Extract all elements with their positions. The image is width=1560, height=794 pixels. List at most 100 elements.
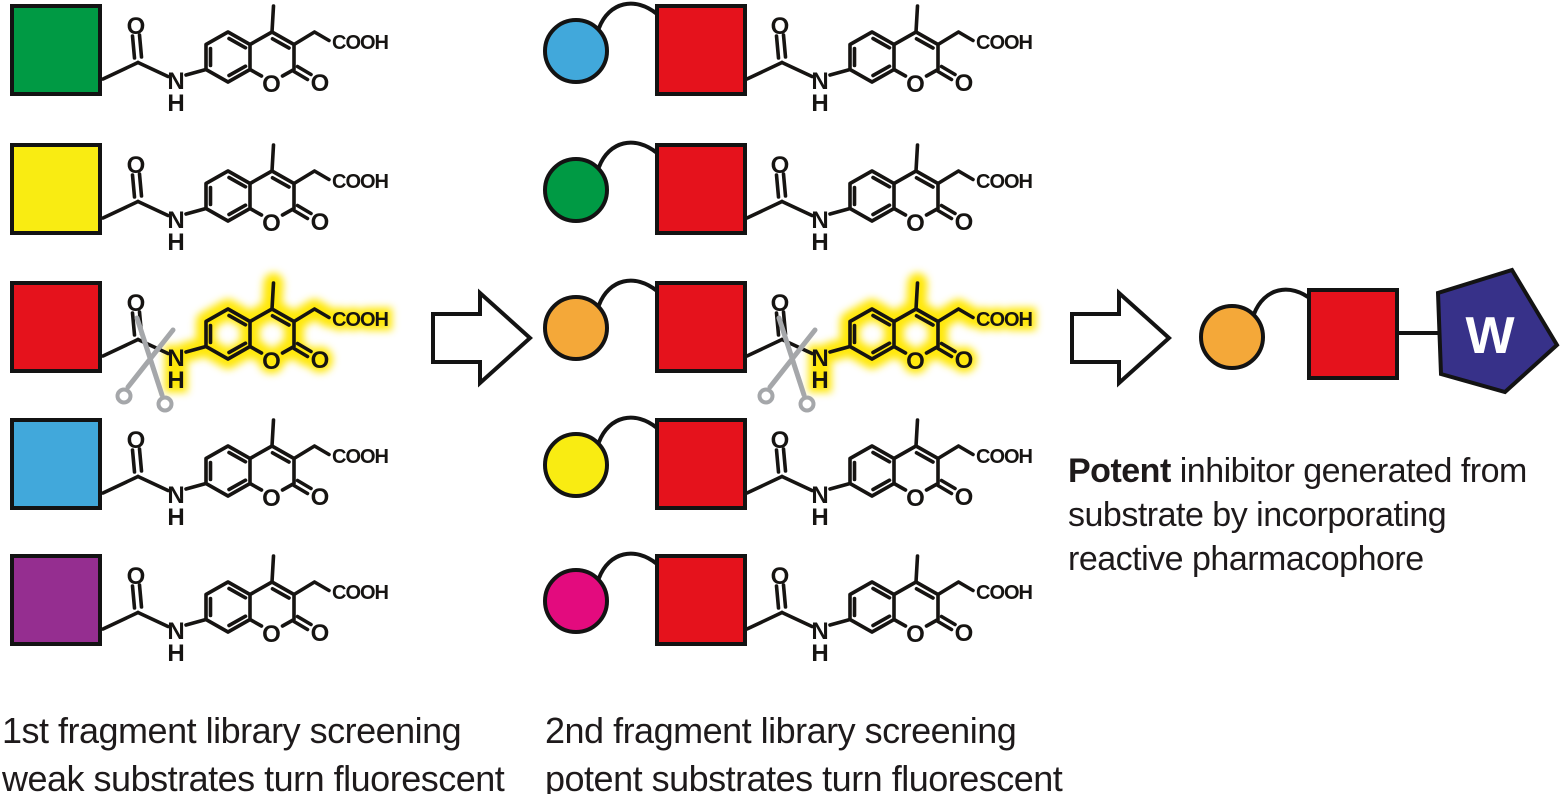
svg-text:O: O	[262, 210, 281, 237]
acetic-bond	[292, 580, 331, 597]
svg-text:O: O	[906, 621, 925, 648]
svg-text:O: O	[955, 347, 974, 374]
svg-text:N: N	[811, 618, 828, 645]
svg-text:O: O	[262, 71, 281, 98]
right-arrow-icon	[431, 288, 533, 391]
svg-text:COOH: COOH	[976, 582, 1033, 604]
caption-potent-inhibitor: Potent inhibitor generated from substrat…	[1068, 452, 1527, 578]
svg-text:H: H	[167, 229, 184, 256]
svg-text:N: N	[167, 68, 184, 95]
svg-text:COOH: COOH	[332, 309, 389, 331]
linker-bond	[1250, 284, 1316, 320]
svg-text:O: O	[906, 71, 925, 98]
linker-bond	[595, 275, 661, 311]
svg-text:O: O	[262, 348, 281, 375]
svg-text:O: O	[127, 427, 146, 454]
pentagon-shape	[1435, 267, 1560, 395]
svg-text:O: O	[262, 485, 281, 512]
linker-bond	[595, 412, 661, 448]
methyl-bond	[270, 554, 276, 584]
warhead-pentagon: W	[1432, 264, 1560, 398]
svg-text:O: O	[906, 348, 925, 375]
svg-text:H: H	[167, 504, 184, 531]
svg-text:O: O	[127, 152, 146, 179]
svg-text:H: H	[811, 229, 828, 256]
svg-text:N: N	[811, 207, 828, 234]
fragment2-square-red	[655, 281, 747, 373]
caption-first-screening: 1st fragment library screening weak subs…	[2, 710, 505, 794]
acetic-bond	[292, 30, 331, 47]
fragment1-square-purple	[10, 554, 102, 646]
svg-text:COOH: COOH	[976, 309, 1033, 331]
svg-text:O: O	[771, 152, 790, 179]
svg-text:N: N	[167, 207, 184, 234]
acetic-bond	[936, 30, 975, 47]
svg-text:H: H	[811, 640, 828, 667]
acetic-bond	[292, 169, 331, 186]
svg-text:O: O	[771, 13, 790, 40]
svg-text:N: N	[167, 618, 184, 645]
svg-text:O: O	[262, 621, 281, 648]
methyl-bond	[914, 554, 920, 584]
svg-text:O: O	[955, 484, 974, 511]
fragment2-square-red	[655, 143, 747, 235]
svg-text:O: O	[771, 290, 790, 317]
acetic-bond	[936, 444, 975, 461]
fragment1-square-yellow	[10, 143, 102, 235]
svg-text:H: H	[167, 90, 184, 117]
fragment2-circle-pink	[543, 568, 609, 634]
fragment2-square-red	[655, 4, 747, 96]
svg-text:H: H	[811, 90, 828, 117]
svg-text:COOH: COOH	[976, 32, 1033, 54]
methyl-bond	[270, 418, 276, 448]
svg-text:COOH: COOH	[976, 446, 1033, 468]
svg-text:O: O	[771, 563, 790, 590]
right-arrow-icon	[1070, 288, 1172, 391]
linker-bond	[595, 137, 661, 173]
svg-text:O: O	[311, 70, 330, 97]
svg-text:O: O	[311, 347, 330, 374]
methyl-bond	[914, 281, 920, 311]
svg-text:O: O	[311, 620, 330, 647]
acetic-bond	[292, 444, 331, 461]
svg-text:COOH: COOH	[332, 446, 389, 468]
svg-text:O: O	[127, 563, 146, 590]
svg-text:COOH: COOH	[332, 32, 389, 54]
svg-text:N: N	[167, 482, 184, 509]
svg-text:COOH: COOH	[332, 582, 389, 604]
svg-text:O: O	[311, 209, 330, 236]
svg-text:O: O	[262, 348, 281, 375]
svg-text:H: H	[167, 367, 184, 394]
methyl-bond	[270, 281, 276, 311]
linker-bond	[595, 548, 661, 584]
product-square-red	[1307, 288, 1399, 380]
caption-second-screening: 2nd fragment library screening potent su…	[545, 710, 1063, 794]
svg-text:COOH: COOH	[332, 171, 389, 193]
warhead-bond	[1395, 331, 1447, 335]
svg-text:N: N	[167, 345, 184, 372]
svg-text:O: O	[955, 209, 974, 236]
svg-text:O: O	[906, 210, 925, 237]
svg-text:COOH: COOH	[976, 309, 1033, 331]
methyl-bond	[270, 143, 276, 173]
svg-text:O: O	[771, 427, 790, 454]
svg-text:N: N	[811, 345, 828, 372]
svg-text:H: H	[811, 367, 828, 394]
scissors-icon	[757, 303, 832, 428]
methyl-bond	[914, 4, 920, 34]
svg-text:H: H	[811, 504, 828, 531]
linker-bond	[595, 0, 661, 34]
svg-text:N: N	[811, 68, 828, 95]
svg-text:O: O	[906, 348, 925, 375]
svg-text:O: O	[955, 347, 974, 374]
